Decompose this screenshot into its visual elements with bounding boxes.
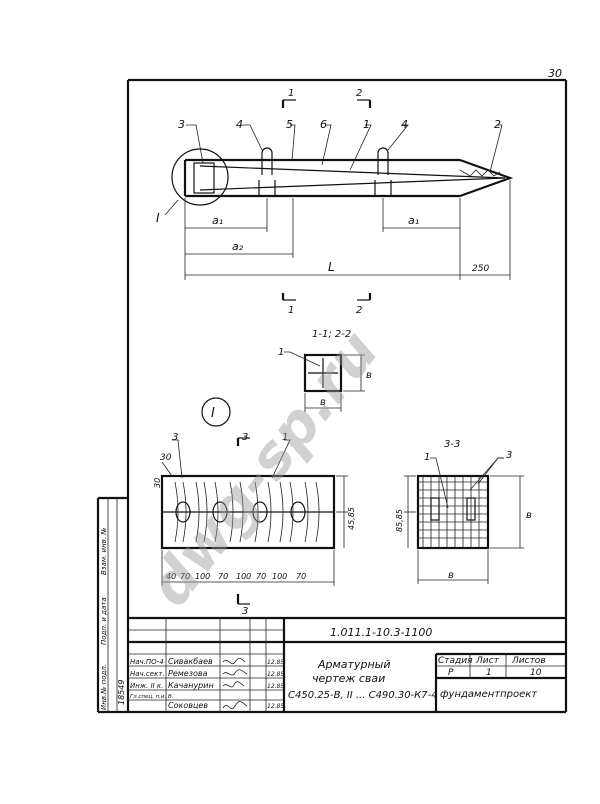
callout-2: 2 xyxy=(494,118,501,131)
sheets-label: Листов xyxy=(511,656,546,666)
pile-elevation xyxy=(164,99,514,301)
callout-4a: 4 xyxy=(236,118,243,131)
section-33-dim-b-h: в xyxy=(448,570,454,581)
stamp-replace-label: Взам. инв. № xyxy=(100,527,108,575)
row-name-3: Соковцев xyxy=(168,701,208,710)
title-block xyxy=(128,616,566,712)
section-1-1-2-2 xyxy=(284,351,365,412)
detail-dim-1: 70 xyxy=(180,572,190,581)
section-12-title: 1-1; 2-2 xyxy=(312,329,351,340)
section-mark-2-bottom: 2 xyxy=(356,305,362,316)
row-date-0: 12.85 xyxy=(267,659,284,666)
section-12-dim-b-h: в xyxy=(320,397,326,408)
side-stamp: Инв.№ подл. Подп. и дата Взам. инв. № 18… xyxy=(100,527,126,710)
signature-scribble-0 xyxy=(222,657,246,665)
signature-scribble-1 xyxy=(222,669,248,676)
section-12-dim-b-v: в xyxy=(366,370,372,381)
dim-a2: a₂ xyxy=(232,240,244,253)
row-role-3: Гл.спец. п.и. В. xyxy=(130,694,174,700)
signature-scribble-2 xyxy=(222,681,245,688)
detail-callout-3: 3 xyxy=(172,432,178,443)
detail-I xyxy=(160,437,348,605)
doc-code: 1.011.1-10.3-1100 xyxy=(330,626,432,639)
page-number: 30 xyxy=(548,67,562,80)
callout-6: 6 xyxy=(320,118,327,131)
detail-ref-I: I xyxy=(156,211,160,225)
row-date-1: 12.85 xyxy=(267,671,284,678)
stamp-sign-label: Подп. и дата xyxy=(100,597,108,645)
row-date-2: 12.85 xyxy=(267,683,284,690)
detail-dim-3: 70 xyxy=(218,572,228,581)
detail-dim-5: 70 xyxy=(256,572,266,581)
detail-I-circle xyxy=(201,397,231,427)
section-33-callout-1: 1 xyxy=(424,452,430,463)
organization: фундаментпроект xyxy=(440,689,538,700)
stage-label: Стадия xyxy=(438,656,473,666)
detail-dim-45-85: 45,85 xyxy=(347,507,356,530)
callout-3: 3 xyxy=(178,118,185,131)
detail-dim-4: 100 xyxy=(236,572,251,581)
signature-scribble-3 xyxy=(222,701,248,709)
detail-dim-2: 100 xyxy=(195,572,210,581)
sheet-label: Лист xyxy=(475,656,500,666)
detail-dim-row: 40 70 100 70 100 70 100 70 xyxy=(166,572,306,581)
sheet-value: 1 xyxy=(486,668,492,678)
dim-L: L xyxy=(328,260,335,274)
row-role-0: Нач.ПО-4 xyxy=(130,658,164,666)
detail-dim-6: 100 xyxy=(272,572,287,581)
title-line-3: С450.25-В, II ... С490.30-К7-4 xyxy=(288,690,438,701)
detail-I-label: I xyxy=(211,406,215,421)
callout-4b: 4 xyxy=(401,118,408,131)
row-date-3: 12.85 xyxy=(267,703,284,710)
title-line-1: Арматурный xyxy=(317,658,390,671)
detail-dim-0: 40 xyxy=(166,572,176,581)
stamp-inv-label: Инв.№ подл. xyxy=(100,664,108,710)
sheets-value: 10 xyxy=(530,668,542,678)
row-role-1: Нач.сект. xyxy=(130,670,165,678)
detail-section-3-top: 3 xyxy=(242,432,248,443)
dim-a1-right: a₁ xyxy=(408,214,419,227)
stage-value: Р xyxy=(448,668,454,678)
section-33-title: 3-3 xyxy=(444,439,460,450)
row-name-1: Ремезова xyxy=(168,669,208,678)
section-33-dim-b-v: в xyxy=(526,510,532,521)
dim-a1-left: a₁ xyxy=(212,214,223,227)
row-role-2: Инж. II к. xyxy=(130,682,163,690)
section-mark-2-top: 2 xyxy=(356,88,362,99)
detail-callout-1: 1 xyxy=(282,432,288,443)
section-12-callout-1: 1 xyxy=(278,347,284,358)
section-33-dim-85-85: 85,85 xyxy=(395,509,404,532)
callout-1: 1 xyxy=(363,118,370,131)
section-mark-1-top: 1 xyxy=(288,88,294,99)
detail-dim-7: 70 xyxy=(296,572,306,581)
row-name-2: Качанурин xyxy=(168,681,214,690)
signature-rows: Нач.ПО-4 Сивакбаев 12.85 Нач.сект. Ремез… xyxy=(130,657,284,710)
sheet-frame xyxy=(96,78,568,714)
title-line-2: чертеж сваи xyxy=(312,672,385,685)
detail-dim-30-side: 30 xyxy=(153,478,162,488)
section-33-callout-3: 3 xyxy=(506,450,512,461)
section-3-3 xyxy=(404,457,524,584)
callout-5: 5 xyxy=(286,118,293,131)
detail-dim-30-top: 30 xyxy=(160,453,172,463)
detail-section-3-bottom: 3 xyxy=(242,606,248,617)
dim-250: 250 xyxy=(472,264,489,274)
section-mark-1-bottom: 1 xyxy=(288,305,294,316)
stamp-inv-number: 18549 xyxy=(117,680,126,705)
row-name-0: Сивакбаев xyxy=(168,657,213,666)
